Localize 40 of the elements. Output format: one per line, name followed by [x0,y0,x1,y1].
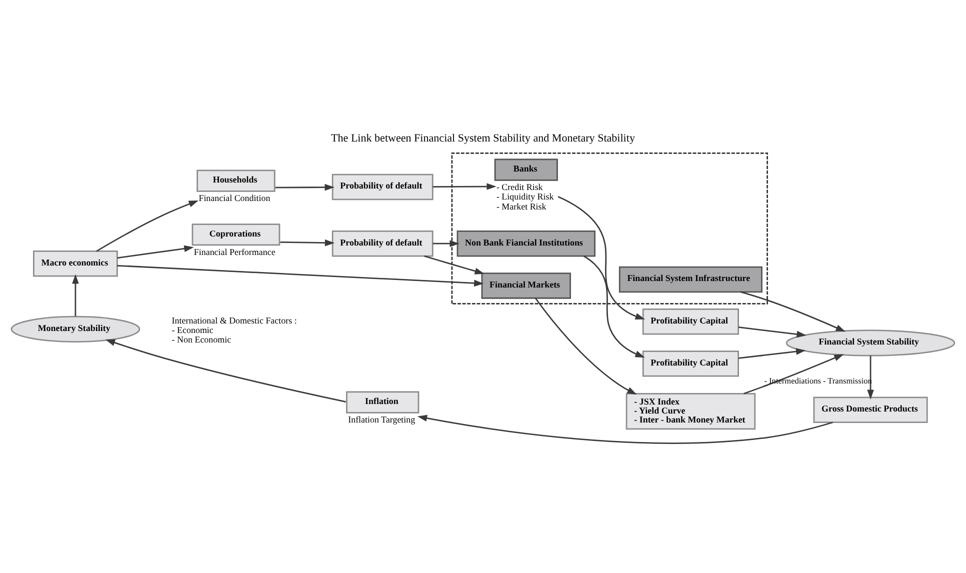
arrow [424,255,484,274]
arrow [117,264,484,287]
arrow [96,200,198,252]
node-ellipse: Monetary Stability [10,316,140,342]
arrow [280,239,335,246]
node-label: - Liquidity Risk [496,192,554,202]
node-box: Profitability Capital [642,308,739,335]
node-box: Gross Domestic Products [813,396,928,424]
node-box: Financial Markets [481,272,571,299]
node-box: Profitability Capital [642,350,739,377]
arrow [432,240,460,247]
arrow [105,339,346,402]
arrow [867,356,874,400]
arrow [738,326,806,338]
label: - Economic [172,324,214,335]
node-label: Inflation Targeting [348,414,416,425]
node-box: - JSX Index - Yield Curve - Inter - bank Money Market [626,393,756,430]
arrow [417,414,834,444]
node-label: Financial Performance [194,246,276,257]
label: International & Domestic Factors : [172,315,297,326]
arrow [534,298,637,395]
arrow [558,196,646,320]
arrow [72,274,79,316]
arrow [117,245,194,259]
node-box: Probability of default [332,230,434,257]
node-label: Financial Condition [198,193,270,204]
node-label: - Market Risk [496,201,546,212]
arrow [583,256,645,358]
node-label: - Credit Risk [496,182,543,192]
arrow [275,184,334,191]
node-box: Non Bank Fiancial Institutions [456,230,596,257]
cluster [451,152,768,304]
node-box: Probability of default [332,174,434,200]
label: - Non Economic [172,334,232,345]
node-box: Financial System Infrastructure [618,266,762,293]
arrow [738,348,806,359]
node-box: Macro economics [33,250,118,277]
arrow [740,291,846,332]
diagram-title: The Link between Financial System Stability and Monetary Stability [331,132,635,144]
arrow [432,183,496,190]
